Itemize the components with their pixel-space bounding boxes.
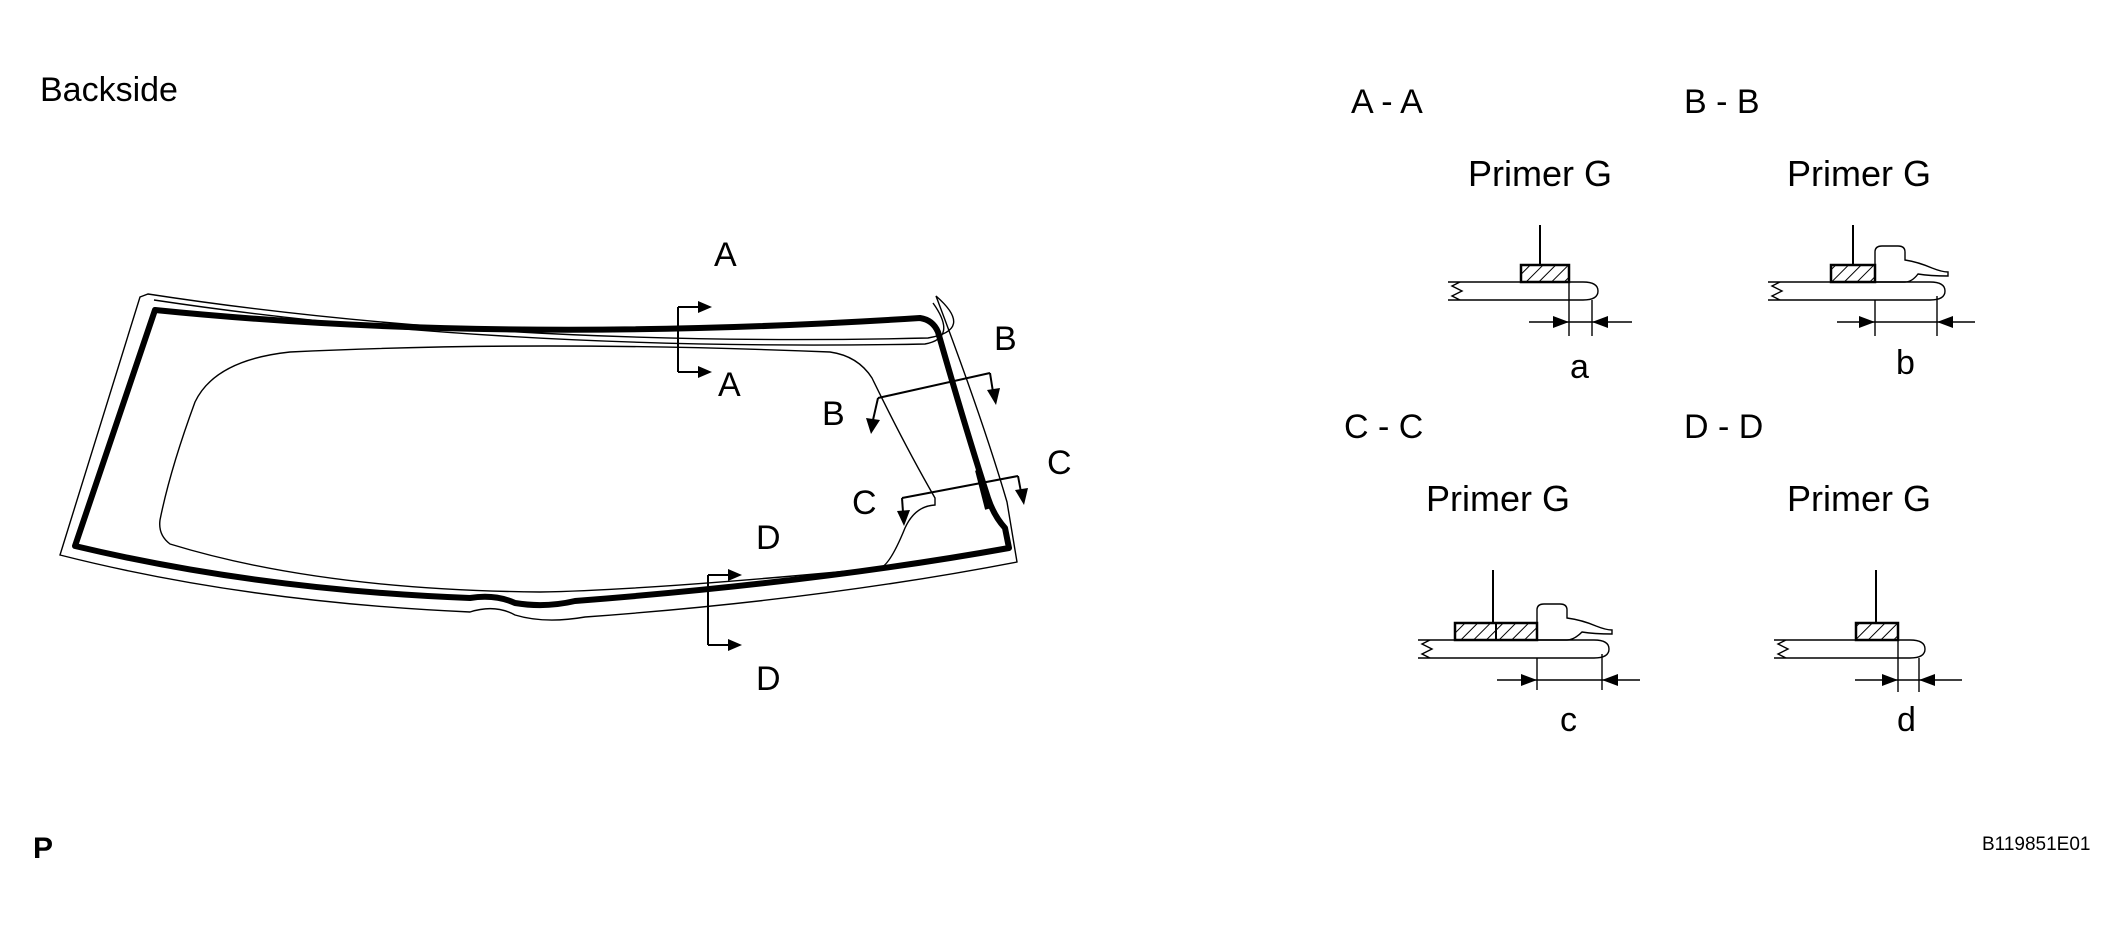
section-a-title: A - A	[1351, 83, 1423, 121]
section-b-break	[1768, 281, 1784, 301]
section-b-title: B - B	[1684, 83, 1760, 121]
section-d-dim-label: d	[1897, 701, 1916, 739]
marker-b: B B	[822, 320, 1017, 434]
section-c-glass	[1430, 639, 1610, 659]
section-c-dim-label: c	[1560, 701, 1577, 739]
section-b-dim-label: b	[1896, 344, 1915, 382]
section-b-molding	[1874, 245, 1949, 283]
section-a-dim-label: a	[1570, 348, 1589, 386]
section-d-title: D - D	[1684, 408, 1763, 446]
section-c-title: C - C	[1344, 408, 1423, 446]
section-c: C - C Primer G c	[1344, 408, 1640, 739]
back-glass-drawing	[59, 293, 1018, 621]
section-b-primer: Primer G	[1787, 153, 1931, 194]
backside-title: Backside	[40, 71, 178, 109]
section-a-primer-block	[1519, 263, 1571, 284]
section-a: A - A Primer G a	[1351, 83, 1632, 386]
marker-d-bottom: D	[756, 660, 781, 698]
marker-a-bottom: A	[718, 366, 741, 404]
marker-b-bottom: B	[822, 395, 845, 433]
section-a-primer: Primer G	[1468, 153, 1612, 194]
section-a-glass	[1460, 281, 1599, 301]
section-a-break	[1448, 281, 1464, 301]
ceramic-border	[159, 345, 936, 593]
marker-c-top: C	[1047, 444, 1072, 482]
marker-a: A A	[677, 236, 741, 404]
figure-code: B119851E01	[1982, 834, 2090, 855]
section-c-primer: Primer G	[1426, 478, 1570, 519]
marker-b-top: B	[994, 320, 1017, 358]
section-b: B - B Primer G b	[1684, 83, 1975, 382]
marker-a-top: A	[714, 236, 737, 274]
marker-c: C C	[852, 444, 1072, 526]
section-d: D - D Primer G d	[1684, 408, 1962, 739]
bus-bar	[975, 469, 991, 510]
marker-c-bottom: C	[852, 484, 877, 522]
marker-d: D D	[707, 519, 781, 698]
corner-label-p: P	[33, 832, 53, 865]
section-c-molding	[1536, 603, 1613, 641]
glass-outer-edge	[59, 293, 1018, 621]
section-b-glass	[1780, 281, 1946, 301]
marker-d-top: D	[756, 519, 781, 557]
section-d-glass	[1786, 639, 1926, 659]
section-d-primer: Primer G	[1787, 478, 1931, 519]
section-b-primer-block	[1829, 263, 1877, 284]
section-d-primer-block	[1854, 621, 1900, 642]
section-c-break	[1418, 639, 1434, 659]
primer-band	[72, 307, 1012, 609]
section-d-break	[1774, 639, 1790, 659]
